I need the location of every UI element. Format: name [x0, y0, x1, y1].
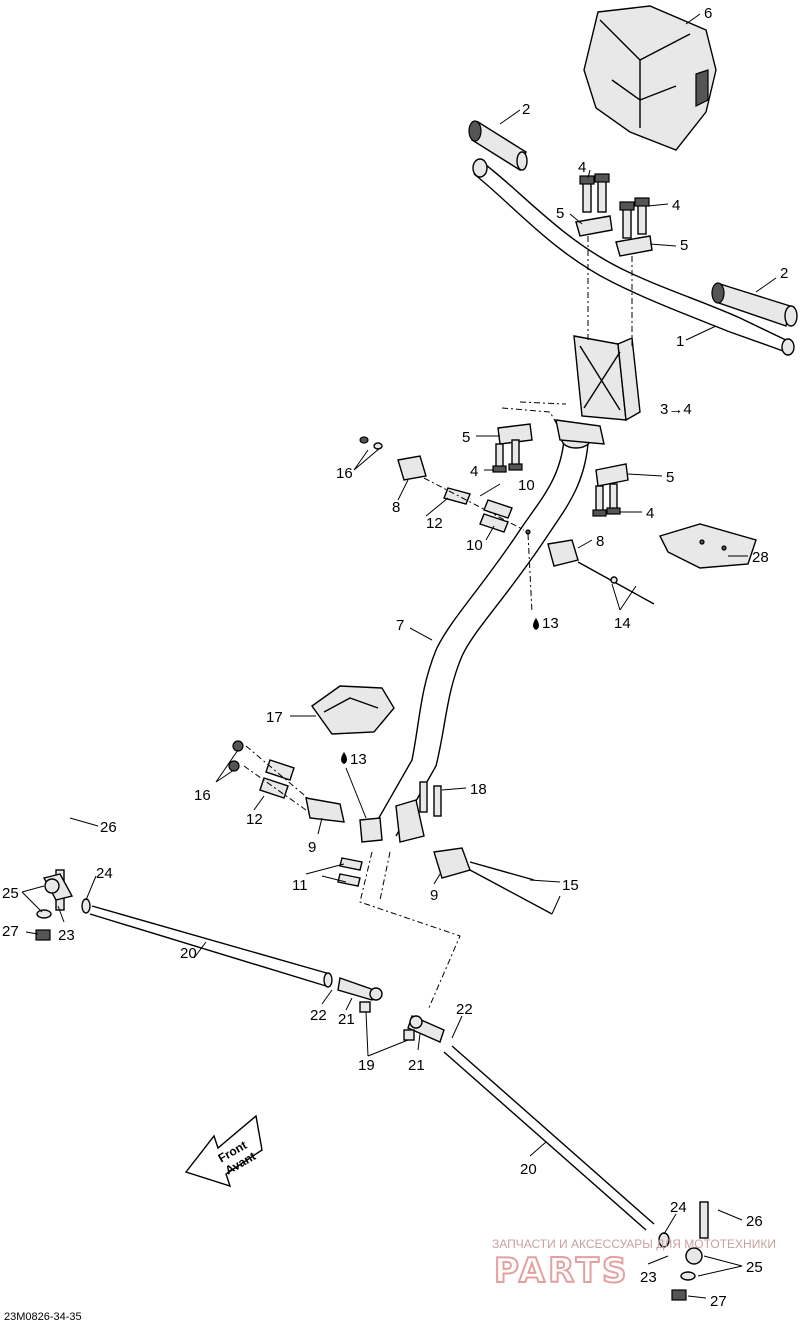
callout-label: 15 [562, 877, 579, 894]
oil-drop-icon [533, 618, 539, 630]
callout-label: 5 [680, 237, 688, 254]
plate-part [659, 523, 757, 569]
callout-label: 10 [518, 477, 535, 494]
grip-left-part [468, 120, 528, 172]
upper-pillow-blocks [359, 436, 655, 605]
callout-label: 3→4 [660, 401, 692, 418]
handlebar-pad-part [583, 5, 717, 151]
callout-label: 12 [426, 515, 443, 532]
oil-drop-icon [341, 752, 347, 764]
callout-label: 9 [308, 839, 316, 856]
callout-label: 22 [310, 1007, 327, 1024]
handlebar-part [472, 158, 795, 356]
callout-label: 9 [430, 887, 438, 904]
callout-label: 25 [746, 1259, 763, 1276]
front-direction-arrow: Front Avant [184, 1114, 263, 1188]
callout-label: 20 [520, 1161, 537, 1178]
callout-label: 23 [640, 1269, 657, 1286]
callout-label: 5 [666, 469, 674, 486]
callout-label: 27 [710, 1293, 727, 1310]
callout-label: 5 [556, 205, 564, 222]
callout-label: 12 [246, 811, 263, 828]
watermark-tagline: ЗАПЧАСТИ И АКСЕССУАРЫ ДЛЯ МОТОТЕХНИКИ [492, 1237, 776, 1251]
callout-label: 14 [614, 615, 631, 632]
callout-label: 23 [58, 927, 75, 944]
callout-label: 16 [336, 465, 353, 482]
callout-label: 1 [676, 333, 684, 350]
callout-label: 24 [96, 865, 113, 882]
callout-label: 4 [578, 159, 586, 176]
callout-label: 20 [180, 945, 197, 962]
watermark-logo: PARTS [494, 1251, 629, 1291]
callout-label: 25 [2, 885, 19, 902]
callout-label: 4 [646, 505, 654, 522]
callout-label: 18 [470, 781, 487, 798]
tie-rod-left-part [89, 905, 383, 1013]
callout-label: 16 [194, 787, 211, 804]
callout-label: 8 [596, 533, 604, 550]
end-link-left [35, 869, 91, 941]
end-link-right [658, 1201, 709, 1301]
callout-label: 7 [396, 617, 404, 634]
callout-label: 11 [292, 877, 308, 894]
callout-label: 2 [780, 265, 788, 282]
diagram-code: 23M0826-34-35 [4, 1311, 82, 1323]
callout-label: 2 [522, 101, 530, 118]
callout-label: 4 [470, 463, 478, 480]
tie-rod-right-part [403, 1015, 655, 1231]
callout-label: 10 [466, 537, 483, 554]
riser-block-part [573, 335, 641, 422]
leader-lines [21, 13, 777, 1299]
callout-label: 17 [266, 709, 283, 726]
callout-label: 5 [462, 429, 470, 446]
grip-right-part [711, 282, 798, 327]
callout-label: 22 [456, 1001, 473, 1018]
callout-label: 27 [2, 923, 19, 940]
callout-labels: 6 2 4 4 5 5 2 1 3→4 5 4 5 4 16 8 10 12 1… [2, 5, 788, 1310]
callout-label: 21 [338, 1011, 355, 1028]
watermark: ЗАПЧАСТИ И АКСЕССУАРЫ ДЛЯ МОТОТЕХНИКИ PA… [492, 1237, 776, 1292]
cover-part [311, 685, 395, 735]
callout-label: 6 [704, 5, 712, 22]
steering-column-part [371, 419, 605, 837]
callout-label: 24 [670, 1199, 687, 1216]
callout-label: 4 [672, 197, 680, 214]
clamp-bolts-lower [492, 423, 629, 517]
callout-label: 21 [408, 1057, 425, 1074]
clamp-bolts-top [575, 173, 653, 257]
callout-label: 13 [542, 615, 559, 632]
callout-label: 13 [350, 751, 367, 768]
lower-pillow-blocks [228, 740, 553, 915]
callout-label: 26 [746, 1213, 763, 1230]
callout-label: 8 [392, 499, 400, 516]
callout-label: 28 [752, 549, 769, 566]
callout-label: 19 [358, 1057, 375, 1074]
callout-label: 26 [100, 819, 117, 836]
